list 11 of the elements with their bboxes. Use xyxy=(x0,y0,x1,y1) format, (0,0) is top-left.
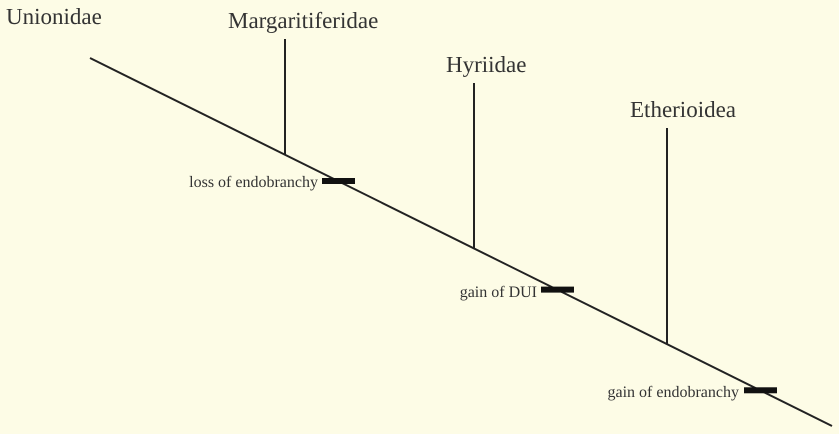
main-branch-line xyxy=(90,57,832,427)
branch-line xyxy=(473,83,475,248)
character-label: gain of endobranchy xyxy=(607,384,739,402)
taxon-label: Etherioidea xyxy=(630,97,736,122)
taxon-label: Hyriidae xyxy=(446,52,526,78)
taxon-label: Unionidae xyxy=(6,4,102,30)
branch-line xyxy=(666,128,668,344)
taxon-label: Margaritiferidae xyxy=(228,8,378,34)
character-label: gain of DUI xyxy=(460,284,537,302)
branch-line xyxy=(284,39,286,155)
character-label: loss of endobranchy xyxy=(189,174,318,192)
